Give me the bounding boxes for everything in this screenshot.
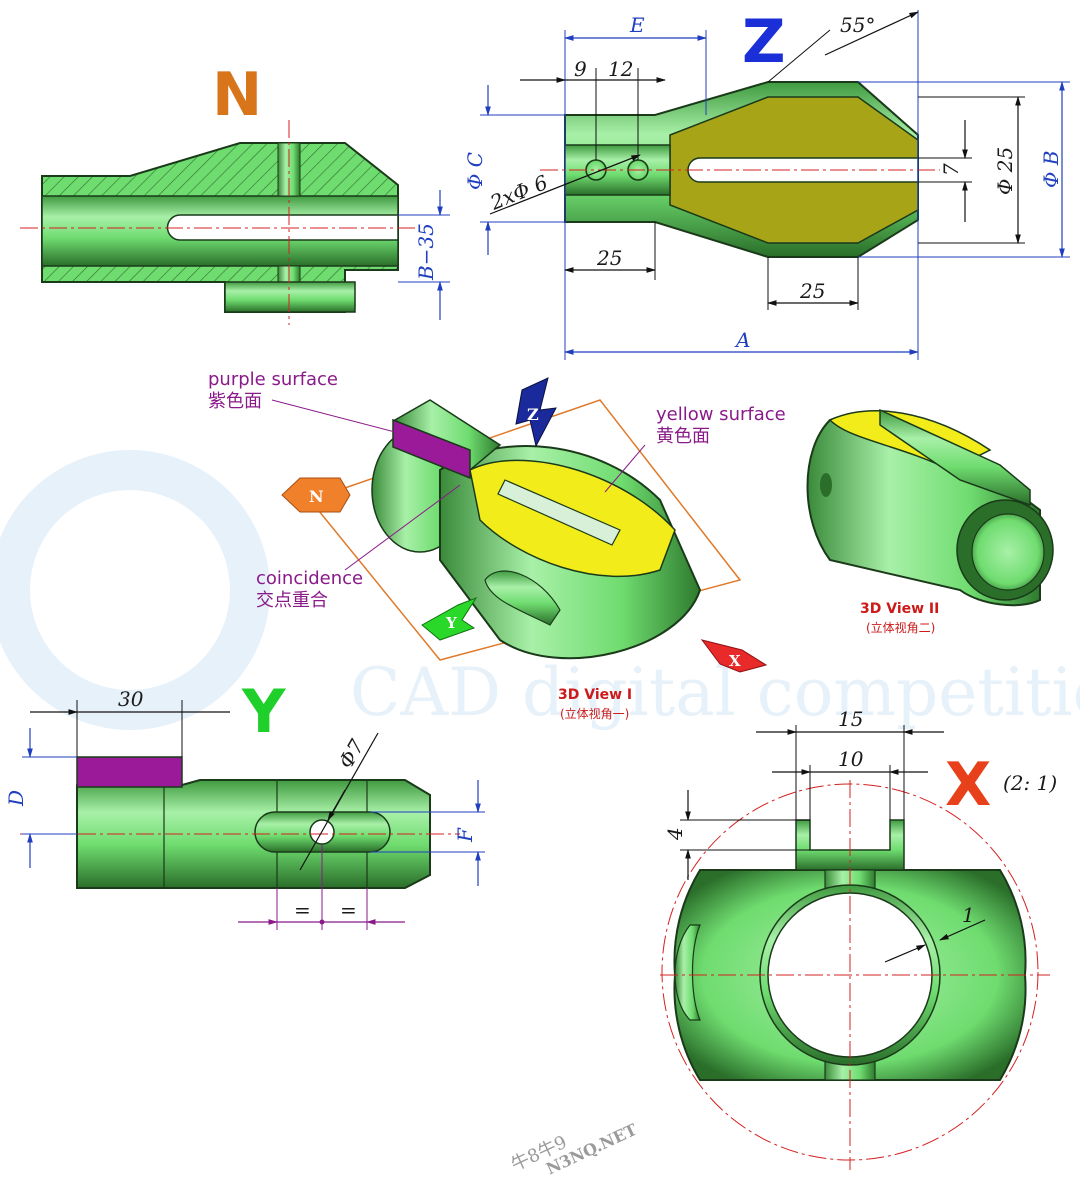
dim-9: 9 xyxy=(574,57,587,81)
arrow-z-shape xyxy=(515,377,557,448)
coincidence-leader xyxy=(344,484,461,571)
z-ext-55 xyxy=(767,29,831,83)
y-dim-eq-dot xyxy=(319,919,325,925)
view-x-end: 15 10 4 1 X (2: 1) xyxy=(660,707,1057,1170)
dim-a: A xyxy=(734,328,750,352)
view-n-section: B−35 N xyxy=(20,60,450,325)
dim-12: 12 xyxy=(608,57,633,81)
y-purple-face xyxy=(76,756,183,788)
dim-e: E xyxy=(629,13,645,37)
dim-phi7: Φ7 xyxy=(334,735,369,772)
arrow-y-shape xyxy=(421,596,478,641)
3d-slot xyxy=(497,479,621,546)
3d-purple-surface xyxy=(392,418,471,480)
view-x-letter: X xyxy=(945,750,991,820)
yellow-surface-label-zh: 黄色面 xyxy=(656,426,710,447)
dim-phi-c: Φ C xyxy=(463,152,487,190)
dim-d: D xyxy=(4,790,28,807)
dim-55: 55° xyxy=(840,13,875,37)
arrow-n-label: N xyxy=(309,487,324,506)
z-leader-2xphi6 xyxy=(489,154,641,215)
dim-2xphi6: 2xΦ 6 xyxy=(486,170,551,215)
watermark: CAD digital competition xyxy=(0,450,1080,731)
dim-4: 4 xyxy=(663,827,687,841)
arrow-x: X xyxy=(700,639,768,673)
yellow-leader xyxy=(604,444,646,493)
watermark-text: CAD digital competition xyxy=(350,654,1080,731)
y-leader-phi7-arrow xyxy=(327,789,346,821)
arrow-z-label: Z xyxy=(527,405,539,424)
dim-10: 10 xyxy=(838,747,864,771)
view-z-top: E A Φ C Φ B Φ 25 7 9 12 2xΦ 6 25 xyxy=(463,7,1070,360)
arrow-x-label: X xyxy=(729,652,741,670)
3d-view-1: purple surface 紫色面 yellow surface 黄色面 co… xyxy=(208,369,786,721)
view1-caption-zh: (立体视角一) xyxy=(560,706,629,721)
x-side-hole xyxy=(674,924,701,1021)
dim-25-right: 25 xyxy=(799,279,825,303)
arrow-z: Z xyxy=(515,377,557,448)
3d2-side-hole xyxy=(820,473,832,497)
view-y-letter: Y xyxy=(241,677,287,747)
arrow-n: N xyxy=(281,477,351,513)
dim-phi-b: Φ B xyxy=(1039,151,1063,188)
view-z-letter: Z xyxy=(742,7,786,77)
dim-25-left: 25 xyxy=(596,246,622,270)
coincidence-label-zh: 交点重合 xyxy=(256,590,328,611)
yellow-surface-label: yellow surface xyxy=(656,404,786,425)
purple-leader xyxy=(271,399,396,433)
purple-surface-label: purple surface xyxy=(208,369,338,390)
dim-f: F xyxy=(453,827,477,843)
view1-caption: 3D View I xyxy=(558,687,632,703)
dim-30: 30 xyxy=(118,687,144,711)
dim-1: 1 xyxy=(962,903,975,927)
n-tab xyxy=(224,281,356,313)
arrow-x-shape xyxy=(700,639,768,673)
3d-window xyxy=(484,570,561,626)
view2-caption: 3D View II xyxy=(860,601,939,617)
dim-eq-1: = xyxy=(294,898,311,922)
arrow-y-label: Y xyxy=(445,614,457,632)
site-stamp: 牛8牛9 N3NQ.NET xyxy=(508,1120,640,1179)
dim-b-35: B−35 xyxy=(414,223,438,281)
3d-plane-outline xyxy=(308,399,742,661)
purple-surface-label-zh: 紫色面 xyxy=(208,391,262,412)
view-n-letter: N xyxy=(212,60,262,130)
coincidence-label: coincidence xyxy=(256,568,363,589)
3d-view-2: 3D View II (立体视角二) xyxy=(806,408,1054,635)
view-y-front: 30 D F Φ7 = = Y xyxy=(4,677,485,930)
view-x-scale: (2: 1) xyxy=(1003,771,1057,795)
view2-caption-zh: (立体视角二) xyxy=(866,620,935,635)
x-dim-1-arrow xyxy=(884,944,926,963)
dim-7: 7 xyxy=(939,163,963,176)
dim-eq-2: = xyxy=(340,898,357,922)
x-dim-1-arrow xyxy=(939,919,986,941)
dim-phi-25: Φ 25 xyxy=(993,147,1017,195)
z-dim-55 xyxy=(824,11,919,56)
arrow-n-shape xyxy=(281,477,351,513)
arrow-y: Y xyxy=(421,596,478,641)
watermark-ring xyxy=(0,450,270,730)
3d2-tab xyxy=(879,408,1031,507)
dim-15: 15 xyxy=(838,707,863,731)
3d2-bore xyxy=(971,513,1045,591)
